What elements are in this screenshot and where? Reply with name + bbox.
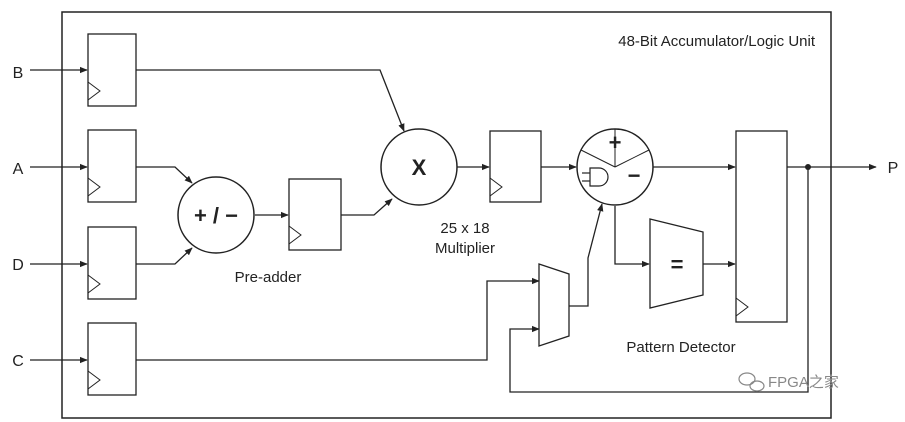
register-c xyxy=(87,322,137,396)
multiplier-circle xyxy=(380,128,458,206)
register-p xyxy=(735,130,788,323)
and-gate-icon xyxy=(582,167,609,187)
alu-circle xyxy=(576,128,654,206)
clock-triangle-icon xyxy=(87,81,101,101)
clock-triangle-icon xyxy=(288,225,302,245)
internal-wires xyxy=(136,69,877,393)
multiplier-label-line2: Multiplier xyxy=(435,240,495,257)
clock-triangle-icon xyxy=(489,177,503,197)
output-junction-dot xyxy=(805,164,811,170)
block-title: 48-Bit Accumulator/Logic Unit xyxy=(618,33,816,50)
preadder-circle xyxy=(177,176,255,254)
clock-triangle-icon xyxy=(735,297,749,317)
alu-divider xyxy=(580,129,650,168)
clock-triangle-icon xyxy=(87,177,101,197)
dsp-outer-frame xyxy=(61,11,832,419)
register-multiplier xyxy=(489,130,542,203)
register-b xyxy=(87,33,137,107)
clock-triangle-icon xyxy=(87,370,101,390)
preadder-symbol: + / − xyxy=(194,203,238,228)
input-b-label: B xyxy=(13,65,24,82)
register-a xyxy=(87,129,137,203)
register-preadd xyxy=(288,178,342,251)
multiplier-symbol: X xyxy=(412,155,427,180)
pattern-detector xyxy=(649,218,704,309)
output-p-label: P xyxy=(888,160,899,177)
alu-minus: − xyxy=(628,163,641,188)
input-a-label: A xyxy=(13,161,24,178)
pattern-symbol: = xyxy=(671,252,684,277)
watermark-text: FPGA之家 xyxy=(768,374,839,391)
c-mux xyxy=(538,263,570,347)
multiplier-label-line1: 25 x 18 xyxy=(440,220,489,237)
input-c-label: C xyxy=(12,353,24,370)
pattern-detector-label: Pattern Detector xyxy=(626,339,735,356)
preadder-label: Pre-adder xyxy=(235,269,302,286)
register-d xyxy=(87,226,137,300)
wechat-icon xyxy=(738,372,765,392)
clock-triangle-icon xyxy=(87,274,101,294)
alu-plus: + xyxy=(609,130,622,155)
input-d-label: D xyxy=(12,257,24,274)
input-wires xyxy=(30,66,88,364)
